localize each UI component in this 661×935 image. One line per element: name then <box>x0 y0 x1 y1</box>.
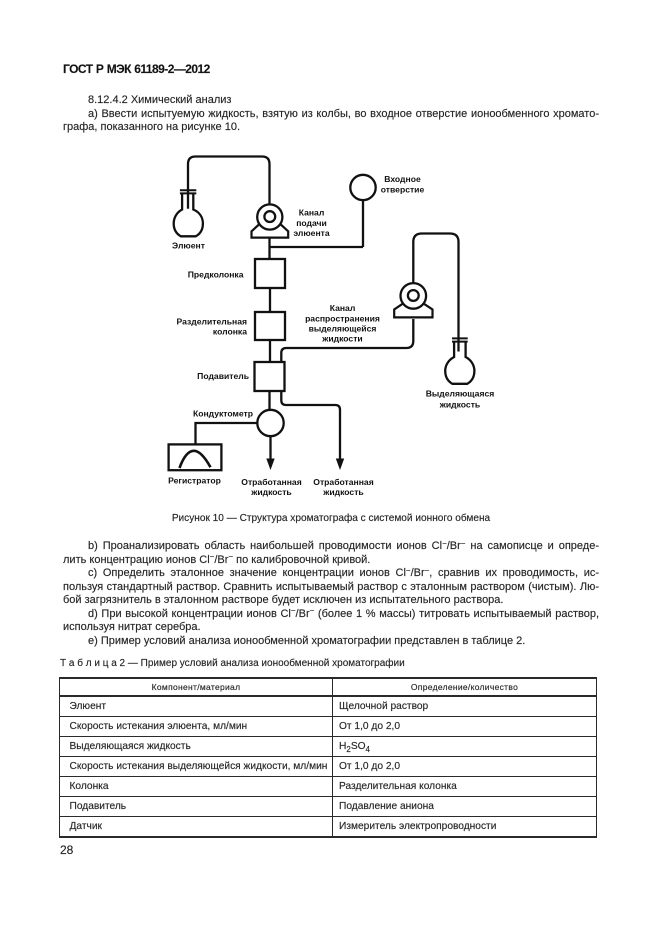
svg-text:Канал: Канал <box>330 303 356 313</box>
svg-text:жидкости: жидкости <box>321 334 362 344</box>
svg-text:Выделяющаяся: Выделяющаяся <box>426 389 495 399</box>
svg-text:Входное: Входное <box>384 174 421 184</box>
svg-text:жидкость: жидкость <box>250 487 291 497</box>
svg-text:подачи: подачи <box>296 218 327 228</box>
svg-text:Отработанная: Отработанная <box>241 477 301 487</box>
svg-text:колонка: колонка <box>213 326 247 336</box>
svg-text:жидкость: жидкость <box>439 400 480 410</box>
svg-text:Предколонка: Предколонка <box>188 270 244 280</box>
svg-text:Кондуктометр: Кондуктометр <box>193 409 253 419</box>
svg-text:Разделительная: Разделительная <box>177 317 247 327</box>
svg-text:Подавитель: Подавитель <box>197 371 249 381</box>
svg-text:жидкость: жидкость <box>322 487 363 497</box>
svg-text:Регистратор: Регистратор <box>168 476 221 486</box>
svg-text:Канал: Канал <box>299 208 325 218</box>
svg-text:элюента: элюента <box>293 228 330 238</box>
svg-text:распространения: распространения <box>305 313 380 323</box>
svg-text:Элюент: Элюент <box>172 241 205 251</box>
svg-text:выделяющейся: выделяющейся <box>309 323 377 333</box>
svg-text:отверстие: отверстие <box>381 185 425 195</box>
svg-text:Отработанная: Отработанная <box>313 477 373 487</box>
